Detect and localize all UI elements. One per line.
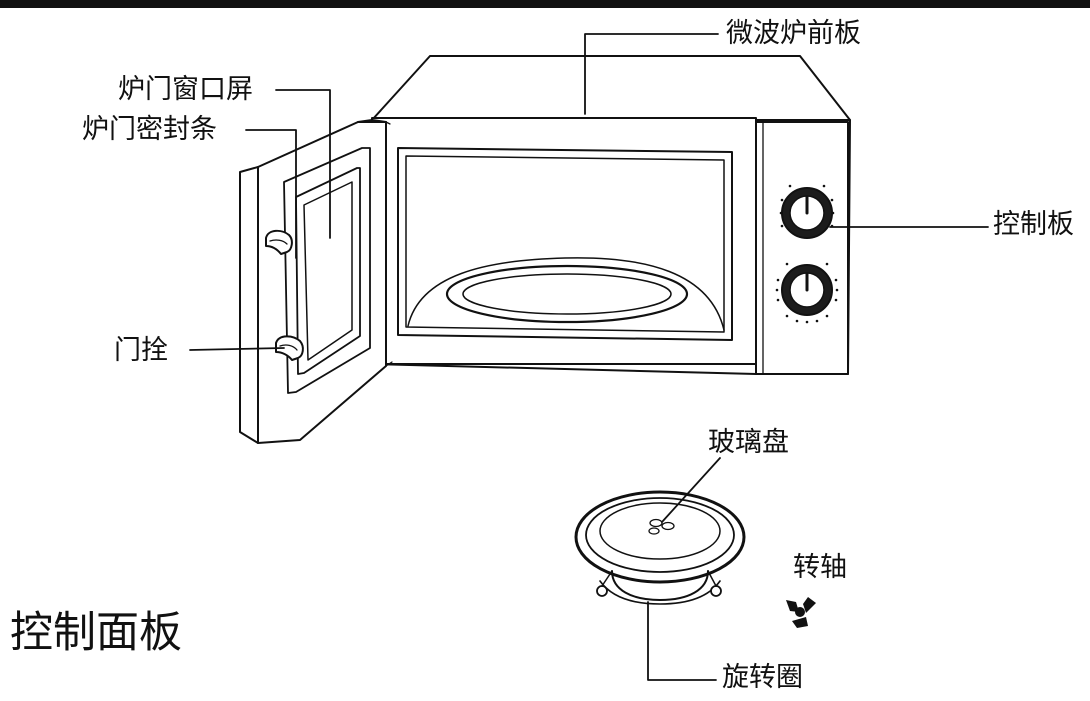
leader-door-latch bbox=[189, 347, 285, 351]
control-knobs bbox=[775, 184, 839, 324]
oven-cavity bbox=[397, 147, 733, 341]
label-front-panel: 微波炉前板 bbox=[726, 18, 861, 49]
leader-front-panel bbox=[584, 33, 719, 115]
door-latches bbox=[265, 229, 304, 361]
door-seal-outline bbox=[283, 147, 371, 394]
door-window-inner bbox=[303, 181, 353, 361]
leader-roller-ring bbox=[647, 601, 717, 681]
roller-ring-drawing bbox=[596, 570, 722, 605]
glass-tray-drawing bbox=[574, 490, 746, 584]
door-window-outer bbox=[295, 167, 361, 375]
leader-door-seal bbox=[245, 129, 297, 259]
section-title: 控制面板 bbox=[10, 608, 182, 658]
label-door-window: 炉门窗口屏 bbox=[118, 74, 253, 105]
shaft-icon bbox=[786, 597, 816, 628]
label-roller-ring: 旋转圈 bbox=[722, 662, 803, 693]
control-panel-block bbox=[755, 121, 849, 375]
upper-latch bbox=[265, 229, 293, 255]
label-door-seal: 炉门密封条 bbox=[82, 114, 217, 145]
label-shaft: 转轴 bbox=[793, 552, 847, 583]
label-door-latch: 门拴 bbox=[114, 335, 168, 366]
leader-door-window bbox=[275, 89, 331, 239]
door-face bbox=[257, 121, 387, 444]
oven-door bbox=[239, 119, 393, 444]
leader-glass-tray bbox=[661, 457, 721, 523]
microwave-body bbox=[371, 55, 851, 375]
top-border-bar bbox=[0, 0, 1090, 8]
tray-ellipse-inner bbox=[462, 273, 672, 315]
microwave-top-surface bbox=[371, 55, 851, 121]
cavity-floor bbox=[407, 257, 725, 331]
tray-ellipse-outer bbox=[445, 264, 689, 324]
label-control-board: 控制板 bbox=[993, 209, 1074, 240]
label-glass-tray: 玻璃盘 bbox=[708, 427, 789, 458]
lower-latch bbox=[275, 335, 304, 361]
leader-lines bbox=[189, 33, 989, 681]
